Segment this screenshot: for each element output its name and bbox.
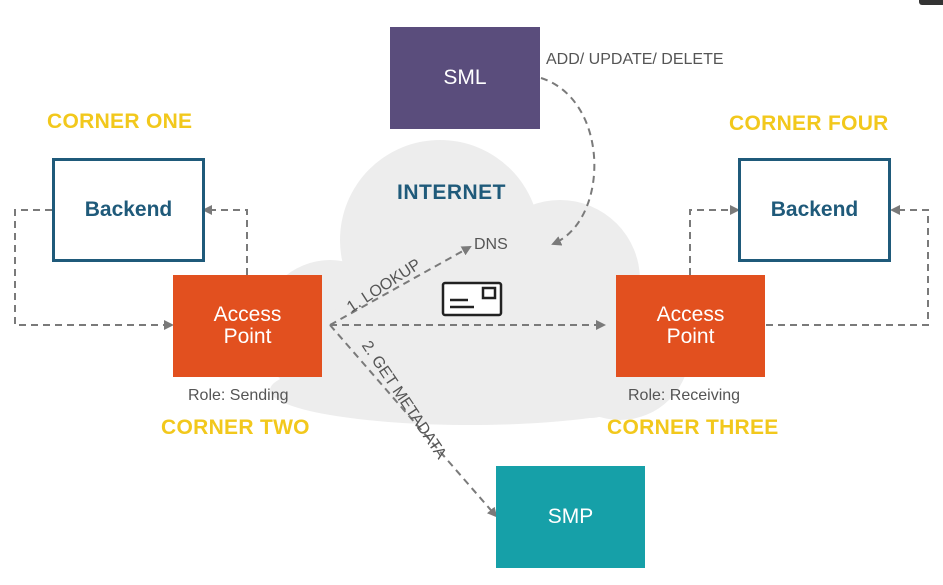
backend-right-label: Backend — [770, 198, 859, 221]
access-point-receiving-box: Access Point — [616, 275, 765, 377]
smp-label: SMP — [547, 505, 594, 528]
corner-two-label: CORNER TWO — [161, 416, 310, 439]
arrow-ap-to-backend-left — [202, 205, 248, 275]
sml-label: SML — [443, 66, 487, 89]
sml-box: SML — [390, 27, 540, 129]
ap-right-line1: Access — [656, 303, 725, 326]
arrow-lookup-dns — [329, 246, 472, 326]
smp-box: SMP — [496, 466, 645, 568]
ap-left-line1: Access — [213, 303, 282, 326]
backend-left-box: Backend — [52, 158, 205, 262]
internet-label: INTERNET — [397, 181, 506, 204]
arrow-ap-to-backend-right — [689, 205, 740, 275]
window-corner-bar — [919, 0, 943, 5]
role-receiving-label: Role: Receiving — [628, 387, 741, 404]
sml-edge-label: ADD/ UPDATE/ DELETE — [546, 51, 724, 68]
arrow-get-metadata-smp — [329, 324, 498, 518]
backend-left-label: Backend — [84, 198, 173, 221]
corner-three-label: CORNER THREE — [607, 416, 779, 439]
role-sending-label: Role: Sending — [188, 387, 289, 404]
ap-right-line2: Point — [666, 325, 715, 348]
access-point-sending-box: Access Point — [173, 275, 322, 377]
corner-one-label: CORNER ONE — [47, 110, 193, 133]
arrow-backend-to-ap-left — [14, 209, 174, 330]
corner-four-label: CORNER FOUR — [729, 112, 889, 135]
ap-left-line2: Point — [223, 325, 272, 348]
dns-label: DNS — [474, 236, 508, 253]
arrow-backend-to-ap-right — [766, 205, 929, 326]
backend-right-box: Backend — [738, 158, 891, 262]
envelope-card-icon — [441, 281, 503, 317]
arrow-sml-to-dns — [540, 77, 596, 246]
